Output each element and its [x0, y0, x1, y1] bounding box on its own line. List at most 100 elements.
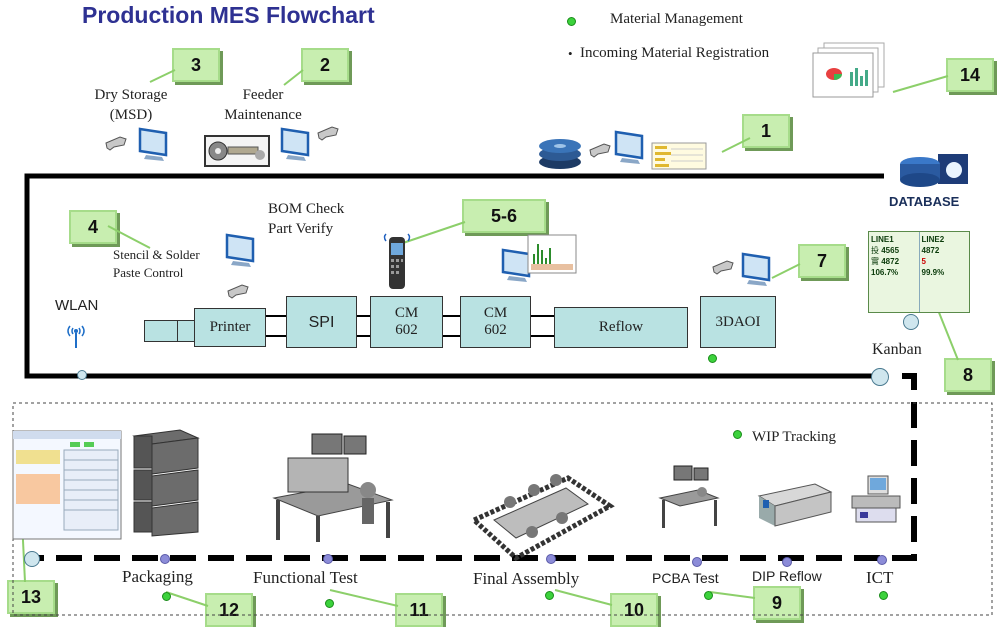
monitor-icon: [138, 127, 168, 161]
functional-test-node: [323, 554, 333, 564]
packaging-status-dot: [162, 592, 171, 601]
ict-status-dot: [879, 591, 888, 600]
stencil-label: Stencil & Solder Paste Control: [113, 246, 200, 282]
cm2-line1: CM: [483, 305, 508, 321]
machine-reflow: Reflow: [554, 307, 688, 348]
monitor-icon: [501, 248, 531, 282]
database-icon: [900, 154, 968, 187]
callout-3: 3: [172, 48, 220, 82]
kanban-left-row2-label: 實: [871, 257, 879, 266]
ict-label: ICT: [866, 568, 894, 587]
stencil-line2: Paste Control: [113, 265, 184, 280]
feeder-maintenance-label: Feeder Maintenance: [213, 85, 313, 125]
monitor-icon: [280, 127, 310, 161]
callout-9: 9: [753, 586, 801, 620]
dip-reflow-node: [782, 557, 792, 567]
legend-material-management: Material Management: [610, 11, 743, 27]
feeder-icon: [204, 135, 270, 167]
final-assembly-label: Final Assembly: [473, 569, 580, 588]
functional-test-station-icon: [272, 433, 394, 542]
barcode-scanner-icon: [227, 284, 249, 299]
material-sheet-icon: [651, 142, 707, 170]
final-assembly-status-dot: [545, 591, 554, 600]
machine-spi: SPI: [286, 296, 357, 348]
cm2-line2: 602: [484, 322, 507, 338]
callout-14: 14: [946, 58, 994, 92]
machine-cm602-2: CM 602: [460, 296, 531, 348]
kanban-right-row1: 4872: [921, 246, 940, 255]
machine-3daoi: 3DAOI: [700, 296, 776, 348]
ict-machine-icon: [851, 475, 901, 523]
wlan-node: [77, 370, 87, 380]
ict-node: [877, 555, 887, 565]
final-assembly-line-icon: [469, 474, 615, 562]
kanban-node: [871, 368, 889, 386]
bom-check-label: BOM Check Part Verify: [268, 199, 344, 239]
callout-10: 10: [610, 593, 658, 627]
monitor-icon: [614, 130, 644, 164]
page-title: Production MES Flowchart: [82, 2, 375, 28]
barcode-scanner-icon: [589, 143, 611, 158]
database-label: DATABASE: [889, 194, 960, 209]
barcode-scanner-icon: [712, 260, 734, 275]
callout-4: 4: [69, 210, 117, 244]
kanban-screen: LINE1 投 4565 實 4872 106.7% LINE2 4872 5 …: [868, 231, 970, 313]
dip-reflow-label: DIP Reflow: [752, 568, 822, 584]
packaging-rack-icon: [132, 429, 200, 537]
barcode-scanner-icon: [317, 126, 339, 141]
report-stack-icon: [812, 42, 885, 98]
bom-line2: Part Verify: [268, 221, 334, 237]
pcba-test-label: PCBA Test: [652, 570, 719, 586]
dry-storage-line2: (MSD): [109, 107, 153, 123]
functional-test-label: Functional Test: [253, 568, 358, 587]
kanban-left-row1-label: 投: [871, 246, 879, 255]
handheld-terminal-icon: [383, 233, 411, 289]
packaging-screen-icon: [12, 430, 122, 540]
reel-stack-icon: [539, 139, 581, 169]
legend-dot: [567, 17, 576, 26]
kanban-node-top: [903, 314, 919, 330]
kanban-left-row3: 106.7%: [871, 268, 899, 277]
callout-8: 8: [944, 358, 992, 392]
machine-cm602-1: CM 602: [370, 296, 443, 348]
kanban-left-header: LINE1: [871, 235, 894, 244]
aoi-status-dot: [708, 354, 717, 363]
kanban-right-header: LINE2: [921, 235, 945, 244]
wip-tracking-label: WIP Tracking: [752, 429, 837, 445]
wip-dot: [733, 430, 742, 439]
pcba-test-station-icon: [658, 465, 720, 528]
dry-storage-label: Dry Storage (MSD): [88, 85, 174, 125]
kanban-right-row3: 99.9%: [921, 268, 945, 277]
conveyor-segment-a: [144, 320, 179, 342]
kanban-left-panel: LINE1 投 4565 實 4872 106.7%: [869, 232, 920, 312]
callout-1: 1: [742, 114, 790, 148]
stencil-line1: Stencil & Solder: [113, 247, 200, 262]
kanban-left-row2-value: 4872: [881, 257, 900, 266]
kanban-left-row2: 實 4872: [871, 256, 917, 267]
functional-test-status-dot: [325, 599, 334, 608]
feeder-line1: Feeder: [242, 87, 284, 103]
packaging-start-node: [24, 551, 40, 567]
bom-line1: BOM Check: [268, 201, 345, 217]
callout-7: 7: [798, 244, 846, 278]
feeder-line2: Maintenance: [224, 107, 302, 123]
dry-storage-line1: Dry Storage: [94, 87, 168, 103]
kanban-right-panel: LINE2 4872 5 99.9%: [920, 232, 970, 312]
machine-printer: Printer: [194, 308, 266, 347]
callout-5-6: 5-6: [462, 199, 546, 233]
legend-bullet: •: [568, 46, 573, 61]
monitor-icon: [225, 233, 255, 267]
cm1-line1: CM: [394, 305, 419, 321]
packaging-node: [160, 554, 170, 564]
kanban-right-row2: 5: [921, 257, 926, 266]
packaging-label: Packaging: [122, 567, 193, 586]
kanban-left-row1: 投 4565: [871, 245, 917, 256]
callout-11: 11: [395, 593, 443, 627]
cm1-line2: 602: [395, 322, 418, 338]
kanban-label: Kanban: [872, 341, 922, 358]
kanban-left-row1-value: 4565: [881, 246, 900, 255]
pcba-test-node: [692, 557, 702, 567]
callout-2: 2: [301, 48, 349, 82]
chart-screen-icon: [527, 234, 577, 274]
dip-reflow-machine-icon: [757, 483, 833, 527]
